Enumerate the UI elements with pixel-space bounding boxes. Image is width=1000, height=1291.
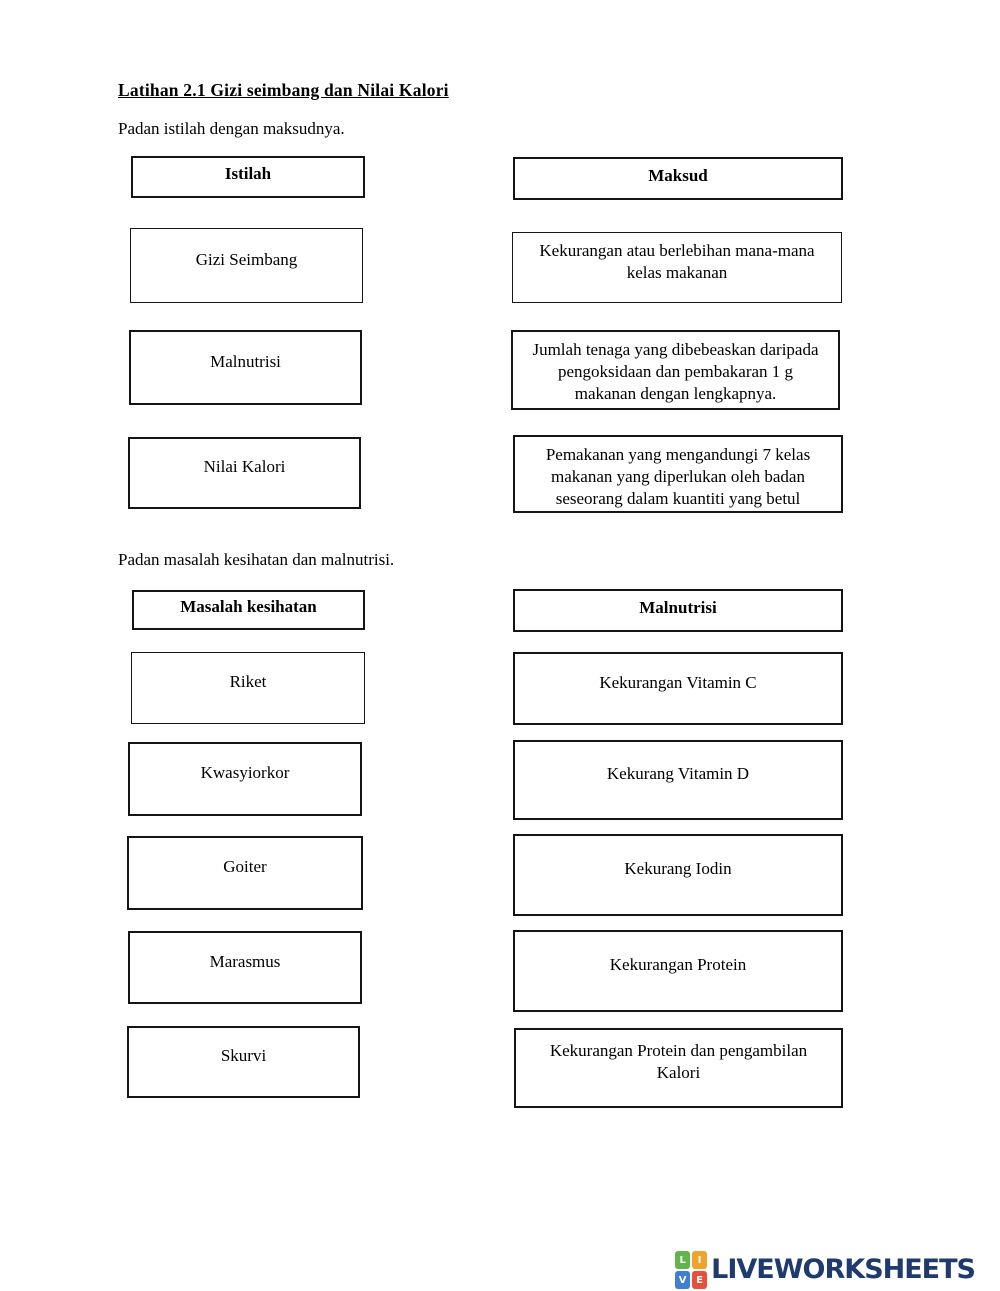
meaning-box-1[interactable]: Kekurangan atau berlebihan mana-mana kel… [512, 232, 842, 303]
cause-box-protein[interactable]: Kekurangan Protein [513, 930, 843, 1012]
liveworksheets-wordmark: LIVEWORKSHEETS [711, 1254, 976, 1285]
problem-box-kwasyiorkor[interactable]: Kwasyiorkor [128, 742, 362, 816]
liveworksheets-grid-icon: L I V E [675, 1251, 708, 1289]
term-box-nilai-kalori[interactable]: Nilai Kalori [128, 437, 361, 509]
instruction-match-terms: Padan istilah dengan maksudnya. [118, 119, 345, 138]
problem-box-goiter[interactable]: Goiter [127, 836, 363, 910]
problem-box-riket[interactable]: Riket [131, 652, 365, 724]
meaning-box-2[interactable]: Jumlah tenaga yang dibebeaskan daripada … [511, 330, 840, 410]
column-header-malnutrisi: Malnutrisi [513, 589, 843, 632]
column-header-istilah: Istilah [131, 156, 365, 198]
cause-box-vitamin-c[interactable]: Kekurangan Vitamin C [513, 652, 843, 725]
cause-box-vitamin-d[interactable]: Kekurang Vitamin D [513, 740, 843, 820]
term-box-malnutrisi[interactable]: Malnutrisi [129, 330, 362, 405]
logo-tile-e: E [692, 1271, 708, 1289]
term-box-gizi-seimbang[interactable]: Gizi Seimbang [130, 228, 363, 303]
logo-tile-l: L [675, 1251, 691, 1269]
cause-box-protein-kalori[interactable]: Kekurangan Protein dan pengambilan Kalor… [514, 1028, 843, 1108]
problem-box-skurvi[interactable]: Skurvi [127, 1026, 360, 1098]
column-header-masalah-kesihatan: Masalah kesihatan [132, 590, 365, 630]
meaning-box-3[interactable]: Pemakanan yang mengandungi 7 kelas makan… [513, 435, 843, 513]
logo-tile-v: V [675, 1271, 691, 1289]
worksheet-title: Latihan 2.1 Gizi seimbang dan Nilai Kalo… [118, 80, 449, 100]
instruction-match-health: Padan masalah kesihatan dan malnutrisi. [118, 550, 395, 569]
logo-tile-i: I [692, 1251, 708, 1269]
problem-box-marasmus[interactable]: Marasmus [128, 931, 362, 1004]
liveworksheets-logo[interactable]: L I V E LIVEWORKSHEETS [675, 1249, 976, 1291]
column-header-maksud: Maksud [513, 157, 843, 200]
cause-box-iodin[interactable]: Kekurang Iodin [513, 834, 843, 916]
